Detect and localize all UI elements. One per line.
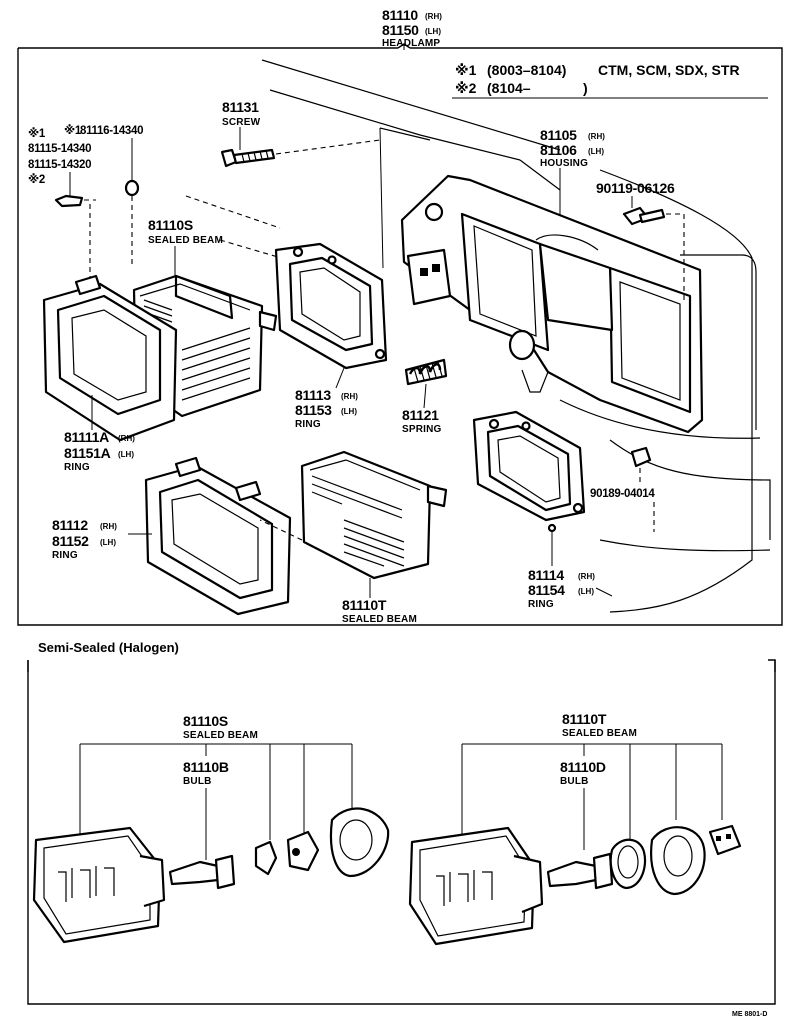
- screw-pn: 81131: [222, 99, 259, 115]
- ring-81114: 81114 (RH) 81154 (LH) RING: [472, 410, 613, 610]
- note-2-range: (8104–: [487, 80, 531, 96]
- halogen-bulb-d-icon: [546, 860, 598, 888]
- ring-112-sfx-lh: (LH): [100, 538, 116, 547]
- headlamp-pn-lh: 81150: [382, 22, 419, 38]
- ring-81112: 81112 (RH) 81152 (LH) RING: [52, 456, 292, 616]
- semi-left-bulb-desc: BULB: [183, 776, 212, 787]
- sealed-beam-t-upper: 81110T SEALED BEAM: [259, 450, 448, 625]
- ring-113-sfx-lh: (LH): [341, 407, 357, 416]
- screw-part: 81131 SCREW: [220, 99, 381, 168]
- screw-desc: SCREW: [222, 117, 261, 128]
- headlamp-sfx-rh: (RH): [425, 12, 442, 21]
- left-mark-1: ※1: [28, 126, 46, 140]
- semi-left-bulb-pn: 81110B: [183, 759, 229, 775]
- sealed-s-terminal-icon: [258, 310, 278, 332]
- socket-b-icon: [286, 830, 320, 872]
- nut-pn: 90189-04014: [590, 488, 655, 500]
- ring-114-sfx-rh: (RH): [578, 572, 595, 581]
- semi-right-pn: 81110T: [562, 711, 607, 727]
- ring-81113: 81113 (RH) 81153 (LH) RING: [274, 127, 388, 430]
- ring-111a-sfx-lh: (LH): [118, 450, 134, 459]
- connector-d-icon: [708, 824, 742, 856]
- sealed-s-pn: 81110S: [148, 217, 193, 233]
- ring-112-tab-icon: [174, 456, 202, 478]
- housing-sfx-rh: (RH): [588, 132, 605, 141]
- spring-part: 81121 SPRING: [402, 358, 448, 435]
- sealed-t-desc: SEALED BEAM: [342, 614, 417, 625]
- adjust-nut-icon: [124, 179, 140, 197]
- ring-111a-sfx-rh: (RH): [118, 434, 135, 443]
- ring-111a-pn-lh: 81151A: [64, 445, 111, 461]
- pn-81115-14320: 81115-14320: [28, 159, 91, 171]
- housing-sfx-lh: (LH): [588, 147, 604, 156]
- pn-81115-14340: 81115-14340: [28, 143, 91, 155]
- ring-113-sfx-rh: (RH): [341, 392, 358, 401]
- housing-pn-lh: 81106: [540, 142, 577, 158]
- housing-desc: HOUSING: [540, 158, 588, 169]
- clip-nut-icon: [630, 446, 652, 468]
- semi-right-desc: SEALED BEAM: [562, 728, 637, 739]
- applicability-notes: ※1 (8003–8104) CTM, SCM, SDX, STR ※2 (81…: [452, 62, 768, 99]
- ring-113-desc: RING: [295, 419, 321, 430]
- ring-113-pn-lh: 81153: [295, 402, 332, 418]
- spring-desc: SPRING: [402, 424, 442, 435]
- headlamp-callout: 81110 (RH) 81150 (LH) HEADLAMP: [382, 7, 442, 49]
- bolt-part: 90119-06126: [596, 180, 685, 300]
- note-2-close: ): [583, 80, 588, 96]
- nut-part: 90189-04014: [590, 446, 656, 532]
- sealed-t-terminal-icon: [426, 484, 448, 508]
- ring-112-pn-lh: 81152: [52, 533, 89, 549]
- note-1-range: (8003–8104): [487, 62, 566, 78]
- ring-112-sfx-rh: (RH): [100, 522, 117, 531]
- diagram-frames: [17, 43, 783, 1005]
- retainer-spring-icon: [254, 840, 278, 876]
- bulb-holder-d-icon: [650, 826, 706, 896]
- left-notes: ※1 ※1 81116-14340 81115-14340 81115-1432…: [28, 123, 144, 282]
- ring-114-sfx-lh: (LH): [578, 587, 594, 596]
- sealed-s-desc: SEALED BEAM: [148, 235, 223, 246]
- headlamp-sfx-lh: (LH): [425, 27, 441, 36]
- note-1-models: CTM, SCM, SDX, STR: [598, 62, 740, 78]
- sealed-t-pn: 81110T: [342, 597, 387, 613]
- bolt-pn: 90119-06126: [596, 180, 675, 196]
- left-mark-2: ※2: [28, 172, 45, 186]
- left-mark-1b: ※1: [64, 123, 82, 137]
- note-1-mark: ※1: [455, 62, 477, 78]
- retaining-ring-d-icon: [609, 838, 647, 890]
- section-title: Semi-Sealed (Halogen): [38, 640, 179, 655]
- ring-114-pn-rh: 81114: [528, 567, 564, 583]
- ring-112-tab-2-icon: [234, 480, 262, 502]
- ring-111a-tab-icon: [74, 274, 102, 296]
- pn-81116-14340: 81116-14340: [80, 125, 143, 137]
- ring-81111a: 81111A (RH) 81151A (LH) RING: [42, 274, 178, 473]
- semi-right-bulb-pn: 81110D: [560, 759, 606, 775]
- ring-114-desc: RING: [528, 599, 554, 610]
- spring-pn: 81121: [402, 407, 439, 423]
- semi-left-desc: SEALED BEAM: [183, 730, 258, 741]
- ring-111a-pn-rh: 81111A: [64, 429, 109, 445]
- footer-code: ME 8801-D: [732, 1011, 767, 1018]
- halogen-bulb-b-icon: [168, 860, 220, 886]
- headlamp-pn-rh: 81110: [382, 7, 418, 23]
- ring-112-pn-rh: 81112: [52, 517, 88, 533]
- note-2-mark: ※2: [455, 80, 477, 96]
- ring-114-pn-lh: 81154: [528, 582, 565, 598]
- headlamp-desc: HEADLAMP: [382, 38, 440, 49]
- bolt-shank-icon: [638, 208, 666, 224]
- ring-113-pn-rh: 81113: [295, 387, 331, 403]
- housing-part: 81105 (RH) 81106 (LH) HOUSING: [400, 127, 704, 434]
- adjust-screw-icon: [54, 194, 84, 208]
- ring-111a-desc: RING: [64, 462, 90, 473]
- semi-right-bulb-desc: BULB: [560, 776, 589, 787]
- vehicle-body-outline: [261, 59, 771, 613]
- housing-pn-rh: 81105: [540, 127, 577, 143]
- ring-112-desc: RING: [52, 550, 78, 561]
- semi-sealed-left: 81110S SEALED BEAM 81110B BULB: [32, 713, 390, 944]
- semi-sealed-right: 81110T SEALED BEAM 81110D BULB: [408, 711, 742, 946]
- semi-left-pn: 81110S: [183, 713, 228, 729]
